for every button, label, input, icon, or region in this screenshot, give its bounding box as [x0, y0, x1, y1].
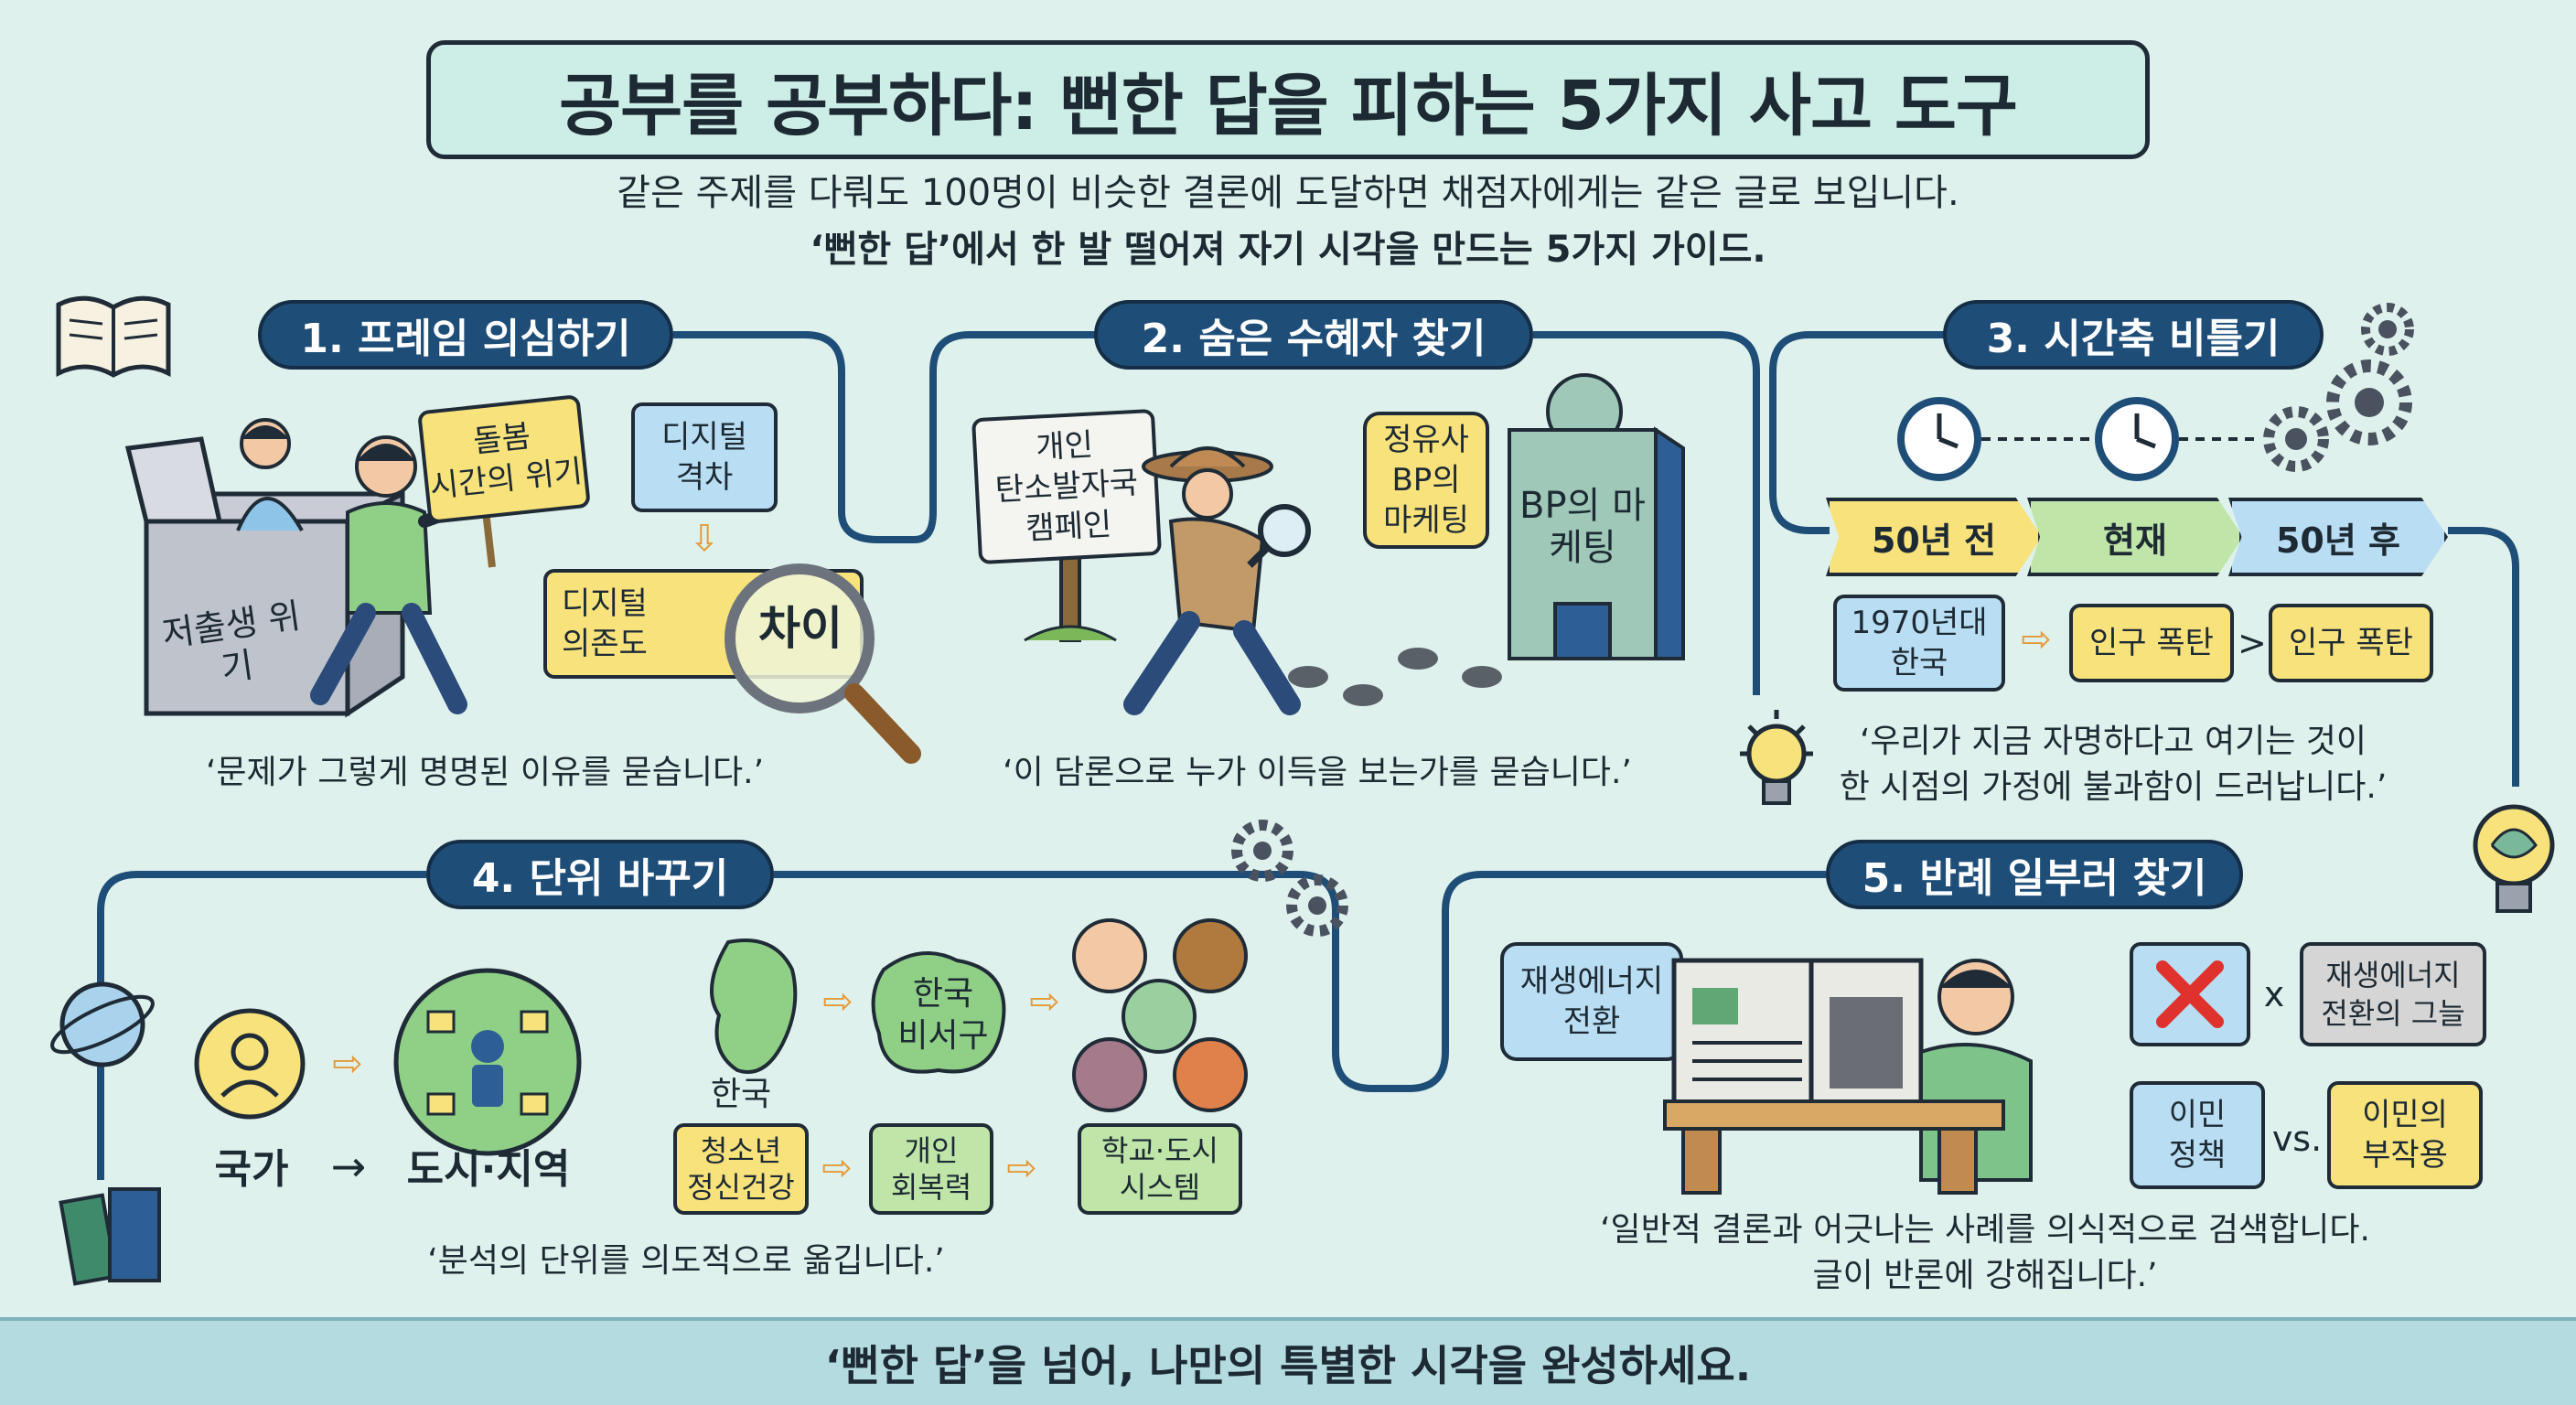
youth-mental-health-card: 청소년 정신건강	[673, 1123, 809, 1215]
section-1-pill: 1. 프레임 의심하기	[258, 300, 673, 370]
school-city-system-card: 학교·도시 시스템	[1078, 1123, 1242, 1215]
page-title: 공부를 공부하다: 뻔한 답을 피하는 5가지 사고 도구	[426, 40, 2150, 159]
person-circle-icon	[194, 1008, 306, 1120]
timeline-future: 50년 후	[2228, 498, 2448, 576]
face-avatar-3	[1122, 979, 1197, 1054]
immigration-policy-card: 이민 정책	[2130, 1081, 2265, 1189]
school-city-system-text: 학교·도시 시스템	[1101, 1133, 1218, 1205]
individual-resilience-card: 개인 회복력	[869, 1123, 993, 1215]
right-arrow-icon: ⇨	[2021, 618, 2052, 660]
immigration-policy-text: 이민 정책	[2168, 1097, 2227, 1174]
care-crisis-sign-text: 돌봄 시간의 위기	[428, 417, 585, 506]
korea-map-icon	[710, 938, 798, 1074]
brain-bulb-icon	[2473, 804, 2555, 913]
running-man-illustration	[310, 435, 496, 714]
unit-shift-arrow-icon: ⇨	[332, 1043, 363, 1085]
small-gears-icon	[1231, 820, 1348, 937]
detective-illustration	[1123, 446, 1311, 715]
population-bomb-text-2: 인구 폭탄	[2289, 625, 2413, 661]
renewable-shadow-card: 재생에너지 전환의 그늘	[2300, 942, 2486, 1046]
korea-1970s-card: 1970년대 한국	[1833, 595, 2005, 692]
section-3-note: ‘우리가 지금 자명하다고 여기는 것이 한 시점의 가정에 불과함이 드러납니…	[1839, 723, 2388, 806]
section-1-note: ‘문제가 그렇게 명명된 이유를 묻습니다.’	[205, 754, 765, 791]
down-arrow-icon: ⇩	[689, 518, 720, 560]
bp-speech-bubble: 정유사 BP의 마케팅	[1363, 412, 1489, 549]
gears-icon	[2263, 303, 2414, 472]
face-avatar-1	[1072, 918, 1147, 993]
section-4-note: ‘분석의 단위를 의도적으로 옮깁니다.’	[427, 1242, 945, 1280]
lightbulb-icon	[1740, 710, 1813, 805]
open-book-icon	[56, 295, 171, 378]
region-arrow-icon: ⇨	[1029, 981, 1060, 1023]
care-crisis-sign: 돌봄 시간의 위기	[417, 394, 591, 524]
section-4-pill: 4. 단위 바꾸기	[426, 840, 774, 909]
chain-arrow-icon-2: ⇨	[1006, 1147, 1037, 1189]
subtitle-line-2: ‘뻔한 답’에서 한 발 떨어져 자기 시각을 만드는 5가지 가이드.	[810, 229, 1766, 271]
bp-building-label: BP의 마케팅	[1519, 485, 1646, 569]
comparison-sign: >	[2238, 623, 2267, 663]
individual-resilience-text: 개인 회복력	[890, 1133, 972, 1205]
crossed-out-card	[2130, 942, 2250, 1046]
person-at-computer-illustration	[1671, 958, 2033, 1182]
bp-speech-bubble-text: 정유사 BP의 마케팅	[1383, 422, 1469, 539]
renewable-speech-bubble-text: 재생에너지 전환	[1519, 963, 1664, 1040]
unit-from-label: 국가	[214, 1146, 289, 1193]
desk-illustration	[1663, 1099, 2005, 1195]
unit-to-label: 도시·지역	[406, 1146, 571, 1193]
section-5-note: ‘일반적 결론과 어긋나는 사례를 의식적으로 검색합니다. 글이 반론에 강해…	[1600, 1211, 2370, 1294]
difference-label: 차이	[758, 602, 843, 655]
population-bomb-card-1: 인구 폭탄	[2069, 604, 2234, 682]
population-bomb-card-2: 인구 폭탄	[2269, 604, 2433, 682]
magnifying-glass-icon	[724, 563, 921, 764]
digital-gap-card: 디지털 격차	[631, 402, 778, 512]
section-5-pill: 5. 반례 일부러 찾기	[1826, 840, 2243, 909]
section-2-pill: 2. 숨은 수혜자 찾기	[1094, 300, 1533, 370]
books-icon	[59, 1187, 161, 1286]
population-bomb-text-1: 인구 폭탄	[2089, 625, 2214, 661]
footer-banner: ‘뻔한 답’을 넘어, 나만의 특별한 시각을 완성하세요.	[0, 1317, 2576, 1405]
section-2-note: ‘이 담론으로 누가 이득을 보는가를 묻습니다.’	[1003, 754, 1632, 791]
renewable-speech-bubble: 재생에너지 전환	[1500, 942, 1683, 1061]
timeline-present: 현재	[2027, 498, 2243, 576]
network-circle-icon	[393, 968, 582, 1156]
clock-timeline-icon	[1897, 397, 2259, 481]
map-arrow-icon: ⇨	[822, 981, 853, 1023]
timeline-past: 50년 전	[1826, 498, 2042, 576]
globe-icon	[50, 981, 155, 1067]
section-3-pill: 3. 시간축 비틀기	[1943, 300, 2324, 370]
immigration-side-effects-text: 이민의 부작용	[2362, 1097, 2448, 1174]
youth-mental-health-text: 청소년 정신건강	[687, 1133, 795, 1205]
subtitle: 같은 주제를 다뤄도 100명이 비슷한 결론에 도달하면 채점자에게는 같은 …	[274, 165, 2302, 278]
cross-separator: x	[2263, 974, 2285, 1014]
face-avatar-5	[1173, 1037, 1248, 1112]
bp-building-illustration	[1508, 373, 1685, 660]
unit-arrow: →	[330, 1142, 367, 1191]
vs-label: vs.	[2271, 1119, 2323, 1159]
face-avatar-2	[1173, 918, 1248, 993]
chain-arrow-icon-1: ⇨	[821, 1147, 853, 1189]
korea-map-label: 한국	[710, 1076, 772, 1113]
region-map-shape	[871, 951, 1006, 1074]
renewable-shadow-text: 재생에너지 전환의 그늘	[2321, 958, 2465, 1031]
subtitle-line-1: 같은 주제를 다뤄도 100명이 비슷한 결론에 도달하면 채점자에게는 같은 …	[617, 172, 1959, 214]
red-x-icon	[2156, 960, 2224, 1028]
immigration-side-effects-card: 이민의 부작용	[2327, 1081, 2483, 1189]
non-western-korea-label: 한국 비서구	[897, 975, 989, 1055]
korea-1970s-text: 1970년대 한국	[1851, 605, 1988, 681]
digital-gap-text: 디지털 격차	[661, 419, 747, 496]
digital-dependency-text: 디지털 의존도	[562, 585, 648, 662]
face-avatar-4	[1072, 1037, 1147, 1112]
